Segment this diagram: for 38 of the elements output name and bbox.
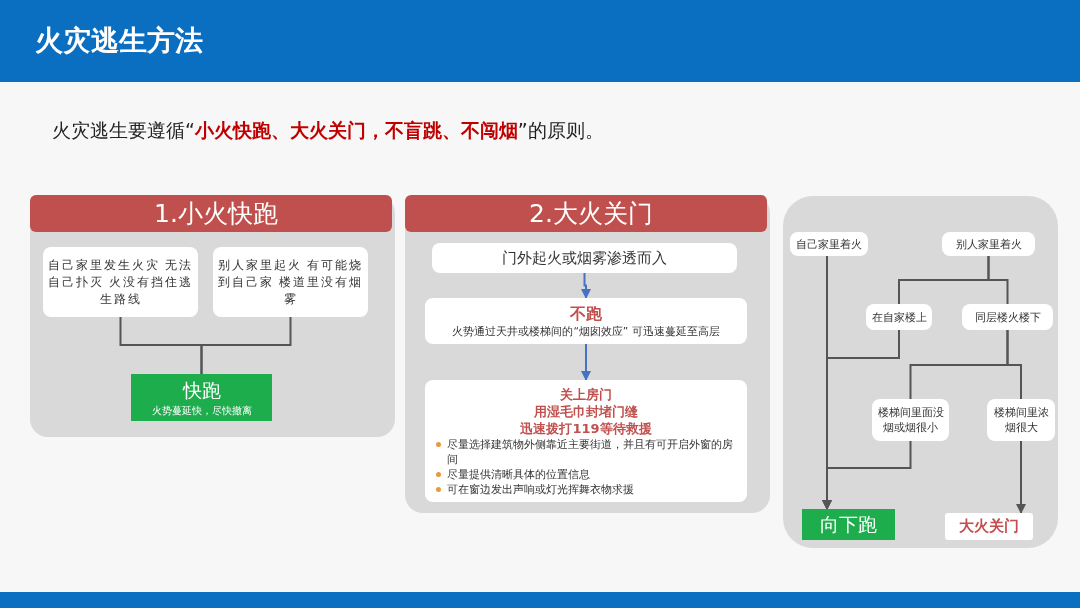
card-heading: 关上房门 — [560, 385, 612, 403]
arrow — [581, 272, 591, 299]
text-card: 楼梯间里浓烟很大 — [987, 399, 1055, 441]
text-card: 别人家里着火 — [942, 232, 1035, 256]
result-box: 向下跑 — [802, 509, 895, 540]
card-heading: 不跑 — [570, 303, 602, 325]
bullet-item: 尽量提供清晰具体的位置信息 — [433, 466, 739, 482]
result-note: 火势蔓延快，尽快撤离 — [151, 403, 252, 418]
arrow — [581, 343, 591, 381]
result-heading: 快跑 — [182, 377, 221, 403]
result-box: 大火关门 — [945, 513, 1033, 540]
bracket-line — [987, 255, 1009, 305]
panel-heading: 1.小火快跑 — [30, 195, 392, 232]
panel-card — [30, 195, 395, 437]
text-card — [425, 298, 747, 344]
bullet-item: 可在窗边发出声响或灯光挥舞衣物求援 — [433, 481, 739, 497]
text-card: 别人家里起火 有可能烧到自己家 楼道里没有烟雾 — [213, 247, 368, 317]
text-card: 自己家里着火 — [790, 232, 868, 256]
text-card: 同层楼火楼下 — [962, 304, 1053, 330]
text-card: 门外起火或烟雾渗透而入 — [432, 243, 737, 273]
result-box — [131, 374, 272, 421]
card-heading: 用湿毛巾封堵门缝 — [534, 402, 638, 420]
intro-sentence: 火灾逃生要遵循“小火快跑、大火关门，不盲跳、不闯烟”的原则。 — [52, 118, 604, 143]
arrow — [1016, 440, 1026, 514]
card-heading: 迅速拨打119等待救援 — [520, 419, 652, 437]
text-card: 楼梯间里面没烟或烟很小 — [872, 399, 949, 441]
text-card: 在自家楼上 — [866, 304, 932, 330]
bracket-line — [1006, 329, 1022, 400]
text-card: 自己家里发生火灾 无法自己扑灭 火没有挡住逃生路线 — [43, 247, 198, 317]
card-text: 火势通过天井或楼梯间的“烟囱效应” 可迅速蔓延至高层 — [452, 324, 720, 339]
bullet-item: 尽量选择建筑物外侧靠近主要街道，并且有可开启外窗的房间 — [433, 436, 739, 467]
slide-title: 火灾逃生方法 — [35, 23, 203, 59]
text-card — [425, 380, 747, 502]
panel-card — [405, 195, 770, 513]
bracket-line — [200, 316, 292, 375]
panel-card — [783, 196, 1058, 548]
arrow — [822, 440, 912, 510]
panel-heading: 2.大火关门 — [405, 195, 767, 232]
